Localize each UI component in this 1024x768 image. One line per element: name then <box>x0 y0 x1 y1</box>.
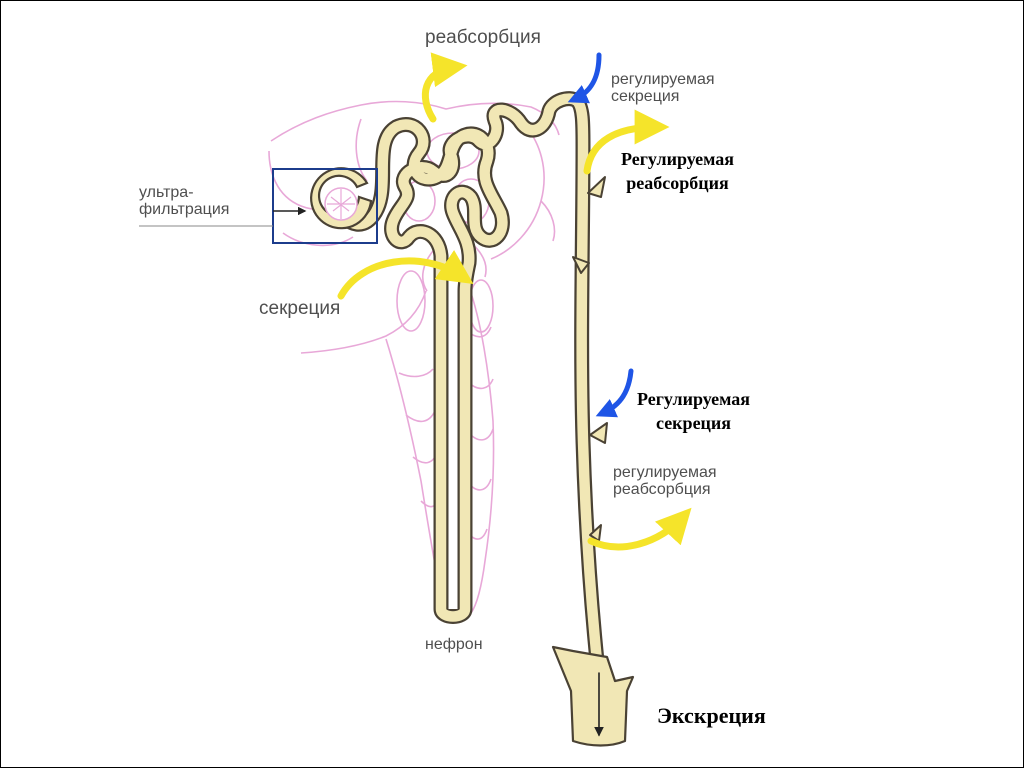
regulated-secretion-arrow-top <box>567 52 602 104</box>
secretion-arrow <box>337 250 474 300</box>
bowmans-capsule <box>310 167 373 230</box>
label-line: Регулируемая <box>621 149 735 169</box>
label-line: регулируемая <box>611 71 715 88</box>
label-line: секреция <box>611 87 680 105</box>
label-regulated-secretion-top: регулируемая секреция <box>611 71 715 106</box>
label-regulated-secretion-bold: Регулируемая секреция <box>637 387 750 436</box>
label-nephron: нефрон <box>425 636 483 653</box>
reabsorption-arrows <box>337 52 692 551</box>
label-line: реабсорбция <box>626 173 729 194</box>
label-reabsorption-top: реабсорбция <box>425 27 541 48</box>
regulated-reabsorption-arrow-upper <box>583 109 670 175</box>
label-regulated-reabsorption-bold: Регулируемая реабсорбция <box>621 147 734 196</box>
label-line: секреция <box>655 413 732 434</box>
secretion-arrows <box>567 52 634 418</box>
reabsorption-arrow-top <box>421 52 468 123</box>
regulated-secretion-arrow-lower <box>595 368 634 418</box>
label-line: Регулируемая <box>637 389 751 409</box>
label-excretion: Экскреция <box>657 703 766 728</box>
label-line: ультра- <box>139 184 194 201</box>
label-secretion: секреция <box>259 298 341 319</box>
regulated-reabsorption-arrow-lower <box>587 507 692 551</box>
glomerulus-box <box>272 168 378 244</box>
label-regulated-reabsorption-lower: регулируемая реабсорбция <box>613 464 717 499</box>
label-ultrafiltration: ультра- фильтрация <box>139 184 230 219</box>
nephron-tubule <box>337 91 635 747</box>
label-line: реабсорбция <box>613 480 711 498</box>
label-line: фильтрация <box>139 200 230 218</box>
label-line: регулируемая <box>613 464 717 481</box>
